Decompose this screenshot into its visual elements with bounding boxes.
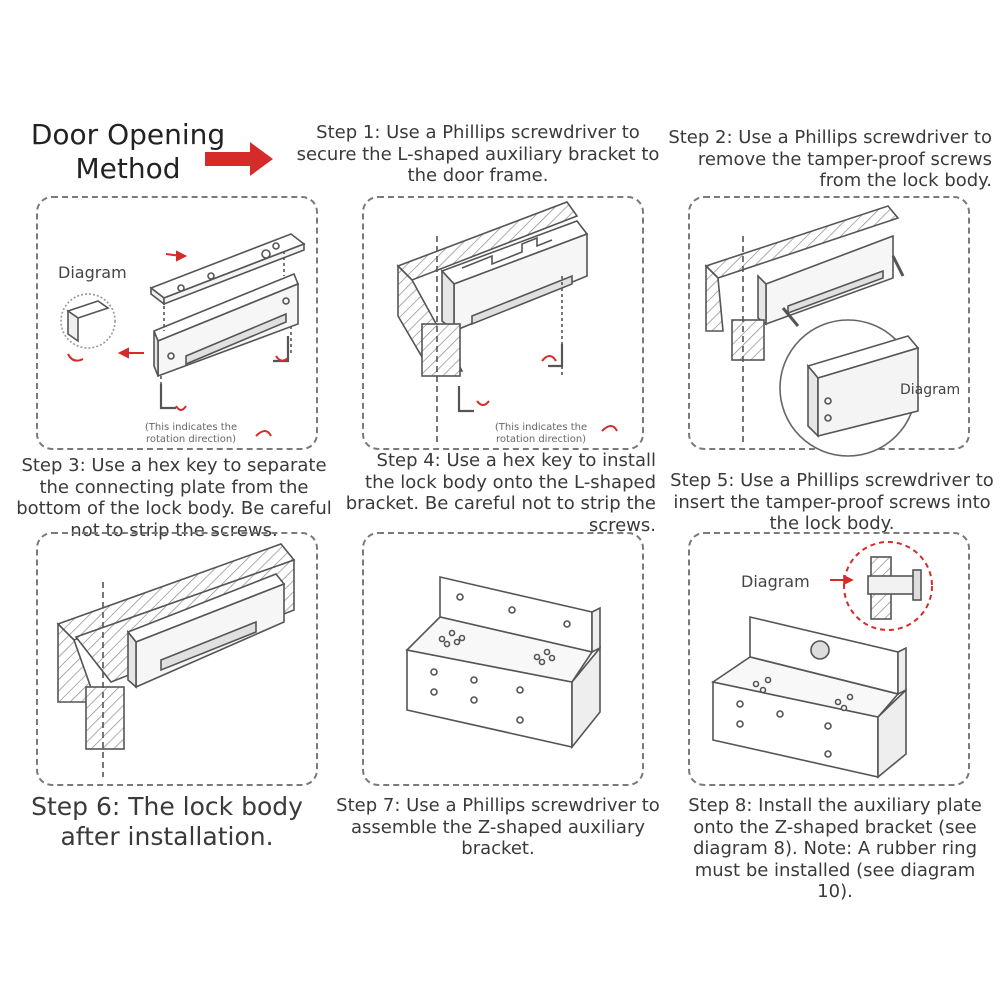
page-title: Door Opening Method [30, 118, 226, 185]
step-8-caption: Step 8: Install the auxiliary plate onto… [688, 795, 982, 903]
z-bracket-illustration [405, 575, 601, 750]
step-8-diagram-panel [688, 532, 970, 786]
right-arrow-icon [205, 142, 273, 176]
installed-lock-body-illustration [56, 543, 296, 777]
step-4-caption: Step 4: Use a hex key to install the loc… [345, 450, 656, 536]
step-7-caption: Step 7: Use a Phillips screwdriver to as… [336, 795, 660, 860]
step-3-diagram-panel [36, 196, 318, 450]
step-6-diagram-panel [36, 532, 318, 786]
l-bracket-door-frame-illustration [396, 201, 618, 446]
diagram-label: Diagram [58, 263, 127, 282]
lock-body-exploded-illustration [60, 233, 306, 437]
rotation-note-2: (This indicates the rotation direction) [494, 422, 588, 445]
step-5-caption: Step 5: Use a Phillips screwdriver to in… [670, 470, 994, 535]
rotation-note: (This indicates the rotation direction) [144, 422, 238, 445]
step-1-diagram-panel [362, 196, 644, 450]
diagram-label-3: Diagram [741, 572, 810, 591]
step-7-diagram-panel [362, 532, 644, 786]
step-2-caption: Step 2: Use a Phillips screwdriver to re… [668, 127, 992, 192]
step-6-caption: Step 6: The lock body after installation… [31, 792, 303, 851]
diagram-label-2: Diagram [900, 382, 961, 398]
step-3-caption: Step 3: Use a hex key to separate the co… [16, 455, 332, 541]
tamper-screw-removal-illustration [704, 205, 920, 457]
auxiliary-plate-illustration [710, 541, 933, 779]
step-1-caption: Step 1: Use a Phillips screwdriver to se… [296, 122, 660, 187]
